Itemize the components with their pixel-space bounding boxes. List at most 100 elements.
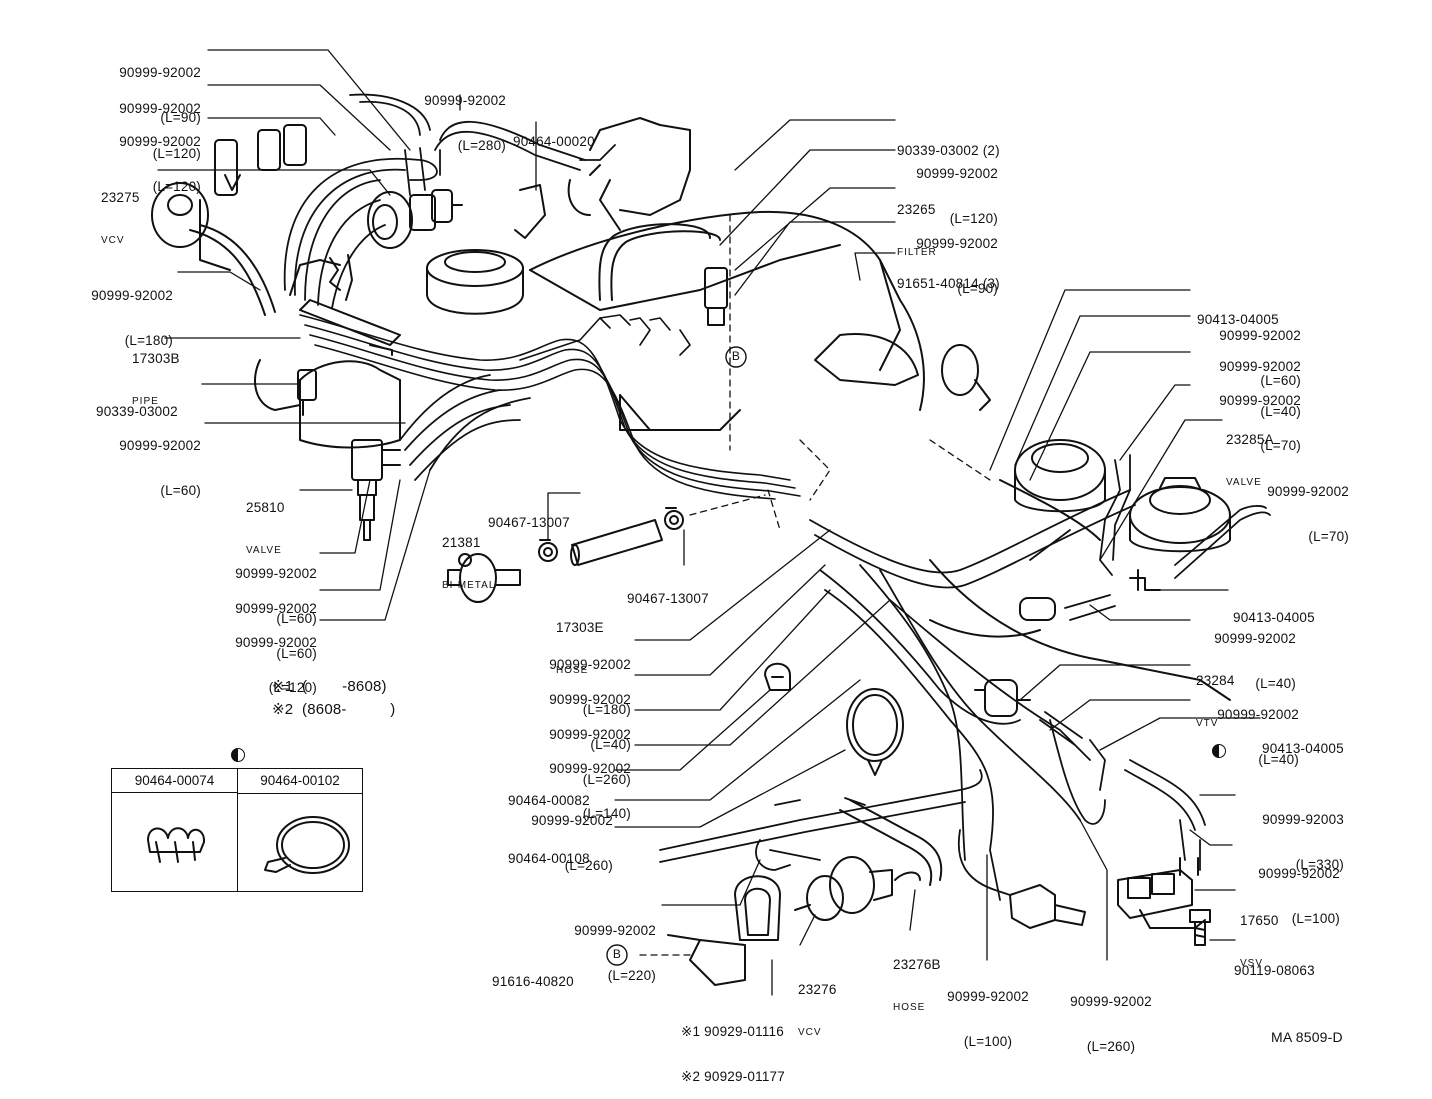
label-part: 90413-04005 — [1197, 312, 1279, 327]
label-part: 90999-92002 — [549, 761, 631, 776]
label-90999-92003-l330: 90999-92003 (L=330) — [1236, 782, 1344, 887]
label-part: 90999-92002 — [1219, 359, 1301, 374]
label-90999-92002-l220: 90999-92002 (L=220) — [548, 893, 656, 998]
valve-25810-part — [351, 439, 401, 541]
label-part: 23284 — [1196, 673, 1235, 688]
label-23275-vcv: 23275 VCV — [101, 160, 140, 261]
label-part: 90999-92002 — [574, 923, 656, 938]
label-90464-00108: 90464-00108 — [508, 821, 590, 881]
callout-b-bottom: B — [612, 947, 622, 961]
label-90929-clamps: ※1 90929-01116 ※2 90929-01177 — [681, 994, 785, 1099]
legend-cell-clip — [112, 793, 238, 891]
engine-block-outline — [254, 210, 1231, 701]
filter-23265-part — [598, 223, 728, 326]
drawing-code: MA 8509-D — [1271, 1029, 1343, 1045]
label-spec: (L=60) — [1260, 373, 1301, 388]
label-spec: (L=100) — [963, 1034, 1013, 1049]
label-90999-92002-l60-r: 90999-92002 (L=60) — [1193, 298, 1301, 403]
label-part: 23265 — [897, 202, 936, 217]
label-part: 91616-40820 — [492, 974, 574, 989]
note-2: ※2 (8608- ) — [272, 701, 396, 718]
half-circle-icon — [1212, 744, 1226, 758]
label-90999-92002-l60-c: 90999-92002 (L=60) — [212, 571, 317, 676]
label-90467-13007-b: 90467-13007 — [627, 561, 709, 621]
clamp-90467-b — [664, 507, 684, 530]
hose-17303e-part — [570, 519, 663, 566]
label-part: 90999-92002 — [549, 692, 631, 707]
label-part: 23285A — [1226, 432, 1274, 447]
dashed-reference-lines — [639, 214, 991, 956]
label-23265-filter: 23265 FILTER — [897, 172, 937, 273]
label-part: 90464-00108 — [508, 851, 590, 866]
label-90999-92002-l40-r: 90999-92002 (L=40) — [1193, 329, 1301, 434]
label-spec: (L=90) — [957, 281, 998, 296]
leader-lines — [157, 49, 1261, 996]
label-90999-92002-l280: 90999-92002 (L=280) — [401, 63, 506, 168]
label-part-line2: ※2 90929-01177 — [681, 1069, 785, 1084]
label-spec: (L=60) — [276, 646, 317, 661]
label-90464-00020: 90464-00020 — [513, 104, 595, 164]
label-part: 90999-92002 — [1214, 631, 1296, 646]
vsv-17650-part — [1117, 857, 1206, 929]
label-part: 90999-92002 — [119, 65, 201, 80]
label-part: 90413-04005 — [1262, 741, 1344, 756]
label-spec: (L=120) — [949, 211, 998, 226]
label-part: 90999-92002 — [1258, 866, 1340, 881]
hoses-lower-right — [1039, 711, 1206, 871]
label-spec: (L=220) — [607, 968, 656, 983]
label-name: VSV — [1240, 958, 1264, 969]
label-90999-92002-l120-d: 90999-92002 (L=120) — [893, 136, 998, 241]
label-spec: (L=140) — [582, 806, 631, 821]
label-90339-03002-left: 90339-03002 — [96, 374, 178, 434]
label-17303b-pipe: 17303B PIPE — [132, 321, 180, 422]
label-90999-92002-l120-c: 90999-92002 (L=120) — [212, 605, 317, 710]
label-90999-92002-l90-b: 90999-92002 (L=90) — [893, 206, 998, 311]
label-part: 90999-92003 — [1262, 812, 1344, 827]
label-90467-13007-a: 90467-13007 — [488, 485, 570, 545]
label-90999-92002-l70-far: 90999-92002 (L=70) — [1241, 454, 1349, 559]
label-90999-92002-l180-m: 90999-92002 (L=180) — [523, 627, 631, 732]
hose-clamp-90464-00108 — [846, 688, 904, 776]
label-part: 90999-92002 — [947, 989, 1029, 1004]
label-spec: (L=280) — [457, 138, 506, 153]
note-1: ※1 ( -8608) — [272, 678, 387, 695]
legend-clip-74-drawing — [147, 827, 206, 863]
label-spec: (L=40) — [590, 737, 631, 752]
label-part: 90339-03002 (2) — [897, 143, 1000, 158]
label-part: 90999-92002 — [119, 134, 201, 149]
label-spec: (L=70) — [1308, 529, 1349, 544]
label-91651-40814: 91651-40814 (3) — [897, 246, 1000, 306]
label-90999-92002-l120-a: 90999-92002 (L=120) — [96, 71, 201, 176]
label-90999-92002-l100-b: 90999-92002 (L=100) — [935, 959, 1041, 1064]
hose-cluster-25810 — [399, 374, 531, 481]
label-spec: (L=260) — [582, 772, 631, 787]
distributor-cap — [199, 124, 307, 271]
label-90413-04005-a: 90413-04005 — [1197, 282, 1279, 342]
label-90999-92002-l140-m: 90999-92002 (L=140) — [523, 731, 631, 836]
label-90999-92002-l180-left: 90999-92002 (L=180) — [68, 258, 173, 363]
label-23285a-valve: 23285A VALVE — [1226, 402, 1274, 503]
label-part: 90999-92002 — [1267, 484, 1349, 499]
label-part: 90999-92002 — [531, 813, 613, 828]
label-spec: (L=180) — [582, 702, 631, 717]
label-spec: (L=120) — [152, 179, 201, 194]
label-part: 90999-92002 — [549, 657, 631, 672]
label-21381-bimetal: 21381 BI-METAL — [442, 505, 495, 606]
label-90999-92002-l70-r: 90999-92002 (L=70) — [1193, 363, 1301, 468]
label-part: 90999-92002 — [1219, 393, 1301, 408]
label-part: 25810 — [246, 500, 285, 515]
label-part: 90999-92002 — [549, 727, 631, 742]
label-part: 23276B — [893, 957, 941, 972]
label-spec: (L=60) — [160, 483, 201, 498]
vcv-23276-part — [794, 856, 893, 921]
label-part: 90999-92002 — [119, 438, 201, 453]
label-90999-92002-l40-m: 90999-92002 (L=40) — [523, 662, 631, 767]
label-spec: (L=90) — [160, 110, 201, 125]
air-cleaner-housing — [426, 249, 524, 315]
label-part: 21381 — [442, 535, 481, 550]
hose-lower-long — [659, 769, 1011, 896]
label-23276-vcv: 23276 VCV — [798, 952, 837, 1053]
label-spec: (L=260) — [1086, 1039, 1136, 1054]
